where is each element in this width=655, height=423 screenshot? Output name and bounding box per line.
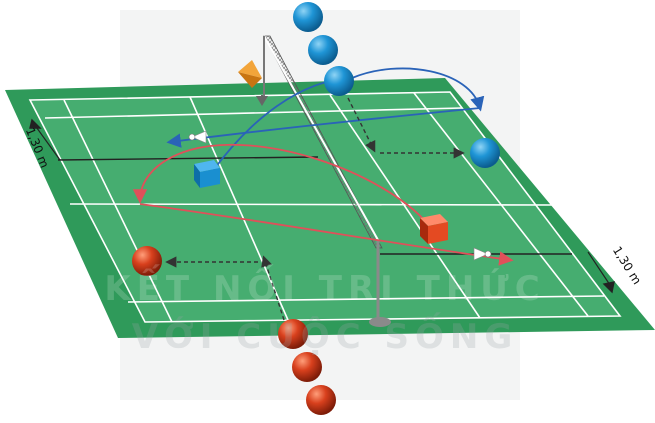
- ball-icon: [292, 352, 322, 382]
- post-arrow-icon: [256, 96, 268, 106]
- arrowhead-right-bottom: [602, 281, 615, 294]
- net-post-base: [369, 317, 391, 327]
- blue-move-down: [347, 97, 376, 153]
- watermark-line-2: VỚI CUỘC SỐNG: [132, 312, 519, 357]
- shuttlecock-icon: [473, 247, 492, 261]
- short-service-line-right: [329, 94, 481, 319]
- red-trajectories: [132, 143, 514, 266]
- height-arrow-right: [587, 251, 613, 289]
- red-trajectory-lob: [132, 143, 429, 225]
- watermark-line-1: KẾT NỐI TRI THỨC: [104, 264, 545, 309]
- red-cube-icon: [420, 214, 448, 244]
- ball-icon: [278, 319, 308, 349]
- ball-icon: [132, 246, 162, 276]
- court-lines: [28, 91, 622, 323]
- blue-trajectory-high: [351, 67, 485, 112]
- center-line: [69, 203, 559, 206]
- net: [256, 35, 391, 327]
- back-service-line-left: [63, 99, 173, 323]
- ball-icon: [470, 138, 500, 168]
- height-arrow-left: [33, 123, 61, 161]
- blue-cube-icon: [194, 160, 220, 188]
- ball-icon: [306, 385, 336, 415]
- court-boundary: [28, 91, 622, 323]
- blue-ball-sequence: [293, 2, 500, 168]
- ball-icon: [324, 66, 354, 96]
- singles-line-far: [44, 107, 463, 119]
- ball-icon: [293, 2, 323, 32]
- blue-trajectory-return: [166, 107, 481, 148]
- net-height-label-right: 1,30 m: [610, 244, 644, 287]
- net-top-tape: [263, 35, 379, 241]
- camera-icon: [238, 60, 262, 88]
- singles-line-near: [127, 295, 605, 303]
- arrowhead-left-top: [29, 118, 42, 129]
- red-move-up: [261, 255, 285, 321]
- shuttlecock-icon: [188, 130, 207, 144]
- red-ball-sequence: [132, 246, 336, 415]
- red-trajectory-drive: [139, 203, 514, 266]
- ball-icon: [308, 35, 338, 65]
- movement-arrows: [165, 97, 465, 321]
- short-service-line-left: [189, 96, 289, 321]
- height-line-left: [57, 156, 319, 161]
